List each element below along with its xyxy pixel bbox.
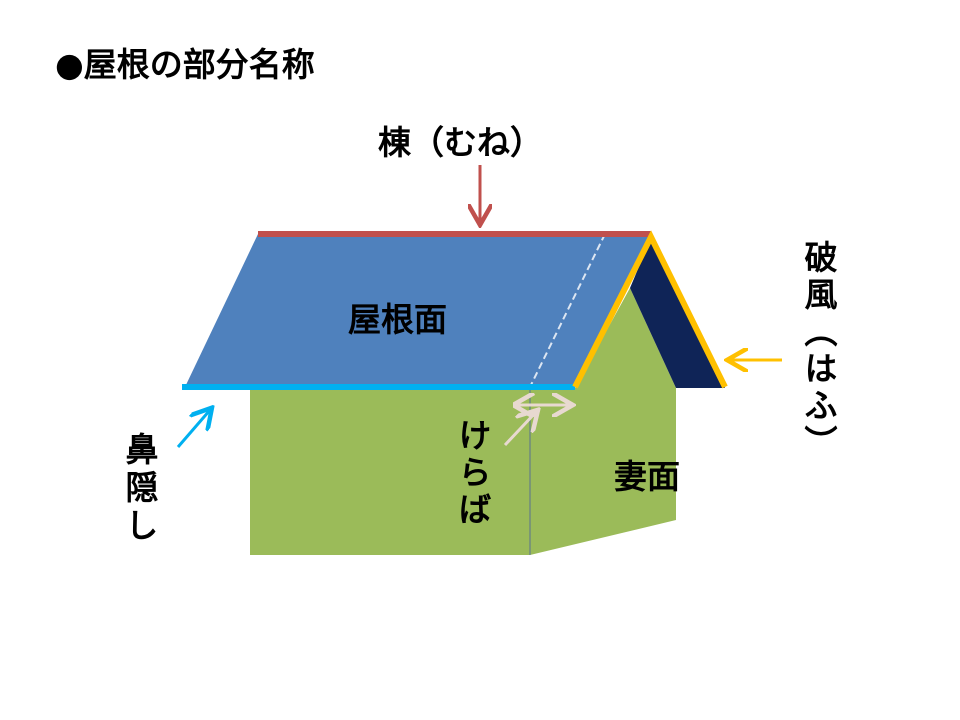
roof-surface [185, 234, 651, 387]
ridge-label: 棟（むね） [378, 123, 543, 162]
bargeboard-label: 破風（はふ） [799, 240, 838, 462]
front-wall [250, 388, 530, 555]
roof-surface-label: 屋根面 [348, 300, 447, 339]
keraba-dashed-line [529, 233, 606, 388]
gable-wall-label: 妻面 [614, 457, 680, 496]
gable-underside [630, 238, 725, 388]
keraba-arrow [503, 412, 536, 447]
keraba-label: けらば [453, 418, 492, 529]
gable-wall [530, 288, 676, 555]
bargeboard-line [572, 230, 728, 389]
fascia-arrow [176, 410, 210, 448]
fascia-label: 鼻隠し [120, 432, 159, 546]
page-title: ●屋根の部分名称 [55, 45, 315, 84]
